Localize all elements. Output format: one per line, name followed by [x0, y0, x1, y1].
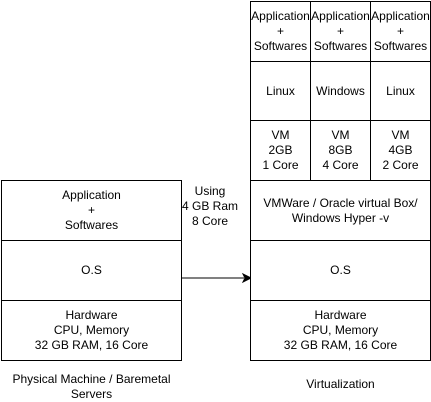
virtual-hardware-box: Hardware CPU, Memory 32 GB RAM, 16 Core: [250, 300, 431, 361]
physical-app-box: Application + Softwares: [1, 180, 182, 241]
vm-box-2: VM 8GB 4 Core: [310, 120, 371, 181]
vm-box-1: VM 2GB 1 Core: [250, 120, 311, 181]
resource-annotation: Using 4 GB Ram 8 Core: [181, 184, 238, 228]
virtual-caption: Virtualization: [306, 377, 375, 391]
virtual-app-label-1: Application + Softwares: [251, 9, 310, 53]
virtual-os-box: O.S: [250, 240, 431, 301]
hypervisor-box: VMWare / Oracle virtual Box/ Windows Hyp…: [250, 180, 431, 241]
vm-label-2: VM 8GB 4 Core: [322, 128, 359, 172]
physical-caption: Physical Machine / Baremetal Servers: [12, 372, 171, 401]
physical-hardware-label: Hardware CPU, Memory 32 GB RAM, 16 Core: [34, 308, 149, 352]
guest-os-label-1: Linux: [266, 83, 295, 98]
virtual-app-box-3: Application + Softwares: [370, 1, 431, 62]
hypervisor-label: VMWare / Oracle virtual Box/ Windows Hyp…: [263, 195, 418, 225]
guest-os-box-2: Windows: [310, 61, 371, 121]
guest-os-box-3: Linux: [370, 61, 431, 121]
virtual-app-box-1: Application + Softwares: [250, 1, 311, 62]
virtual-app-label-2: Application + Softwares: [311, 9, 370, 53]
vm-box-3: VM 4GB 2 Core: [370, 120, 431, 181]
physical-os-label: O.S: [81, 263, 102, 277]
physical-hardware-box: Hardware CPU, Memory 32 GB RAM, 16 Core: [1, 300, 182, 361]
virtual-os-label: O.S: [330, 263, 351, 277]
guest-os-box-1: Linux: [250, 61, 311, 121]
physical-os-box: O.S: [1, 240, 182, 301]
virtual-app-label-3: Application + Softwares: [371, 9, 430, 53]
vm-label-1: VM 2GB 1 Core: [262, 128, 299, 172]
guest-os-label-2: Windows: [316, 83, 365, 98]
vm-label-3: VM 4GB 2 Core: [382, 128, 419, 172]
virtual-hardware-label: Hardware CPU, Memory 32 GB RAM, 16 Core: [283, 308, 398, 352]
virtual-app-box-2: Application + Softwares: [310, 1, 371, 62]
physical-app-label: Application + Softwares: [62, 188, 121, 232]
guest-os-label-3: Linux: [386, 83, 415, 98]
